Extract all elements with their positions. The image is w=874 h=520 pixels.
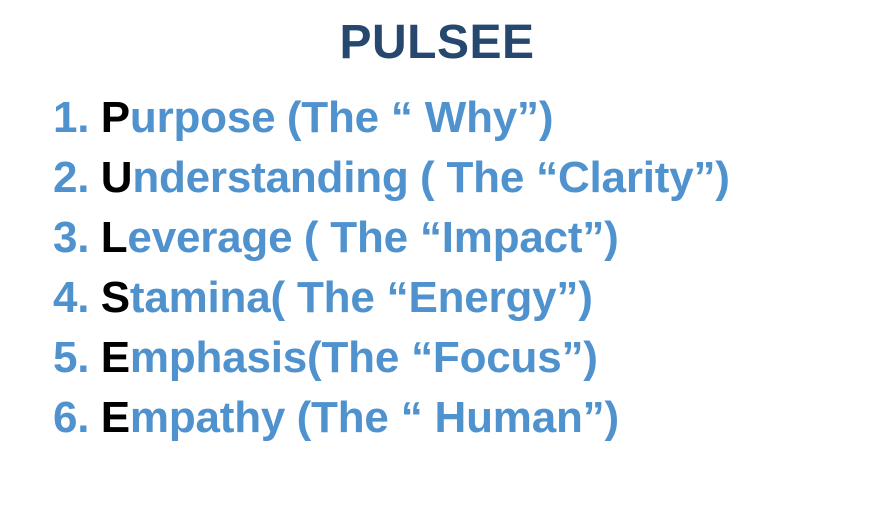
list-item-initial: L: [100, 213, 128, 262]
list-item-number: 6.: [53, 393, 90, 442]
list-item-keyword: tamina: [129, 273, 271, 322]
list-item-keyword: mpathy: [129, 393, 286, 442]
list-item-gloss: ( The “Energy”): [270, 273, 593, 322]
list-item-gloss: ( The “Clarity”): [420, 153, 730, 202]
list-item-initial: E: [100, 393, 130, 442]
page-title: PULSEE: [339, 16, 535, 69]
list-item-number: 5.: [53, 333, 90, 382]
list-item-keyword: nderstanding: [132, 153, 409, 202]
list-item-gloss: (The “ Human”): [296, 393, 620, 442]
list-item: 2.Understanding( The “Clarity”): [53, 148, 863, 208]
list-item-initial: E: [100, 333, 130, 382]
list-item: 1.Purpose(The “ Why”): [53, 88, 863, 148]
list-item-number: 1.: [53, 93, 90, 142]
list-item: 4.Stamina( The “Energy”): [53, 268, 863, 328]
list-item-keyword: everage: [127, 213, 293, 262]
acronym-list: 1.Purpose(The “ Why”) 2.Understanding( T…: [53, 88, 863, 448]
list-item-gloss: ( The “Impact”): [303, 213, 619, 262]
list-item-keyword: urpose: [129, 93, 276, 142]
list-item-initial: P: [100, 93, 130, 142]
list-item-initial: U: [100, 153, 133, 202]
list-item-gloss: (The “Focus”): [307, 333, 598, 382]
list-item: 3.Leverage( The “Impact”): [53, 208, 863, 268]
list-item: 5.Emphasis(The “Focus”): [53, 328, 863, 388]
list-item-number: 2.: [53, 153, 90, 202]
list-item-number: 4.: [53, 273, 90, 322]
list-item-number: 3.: [53, 213, 90, 262]
list-item-keyword: mphasis: [129, 333, 308, 382]
list-item-gloss: (The “ Why”): [286, 93, 554, 142]
list-item: 6.Empathy(The “ Human”): [53, 388, 863, 448]
list-item-initial: S: [100, 273, 130, 322]
